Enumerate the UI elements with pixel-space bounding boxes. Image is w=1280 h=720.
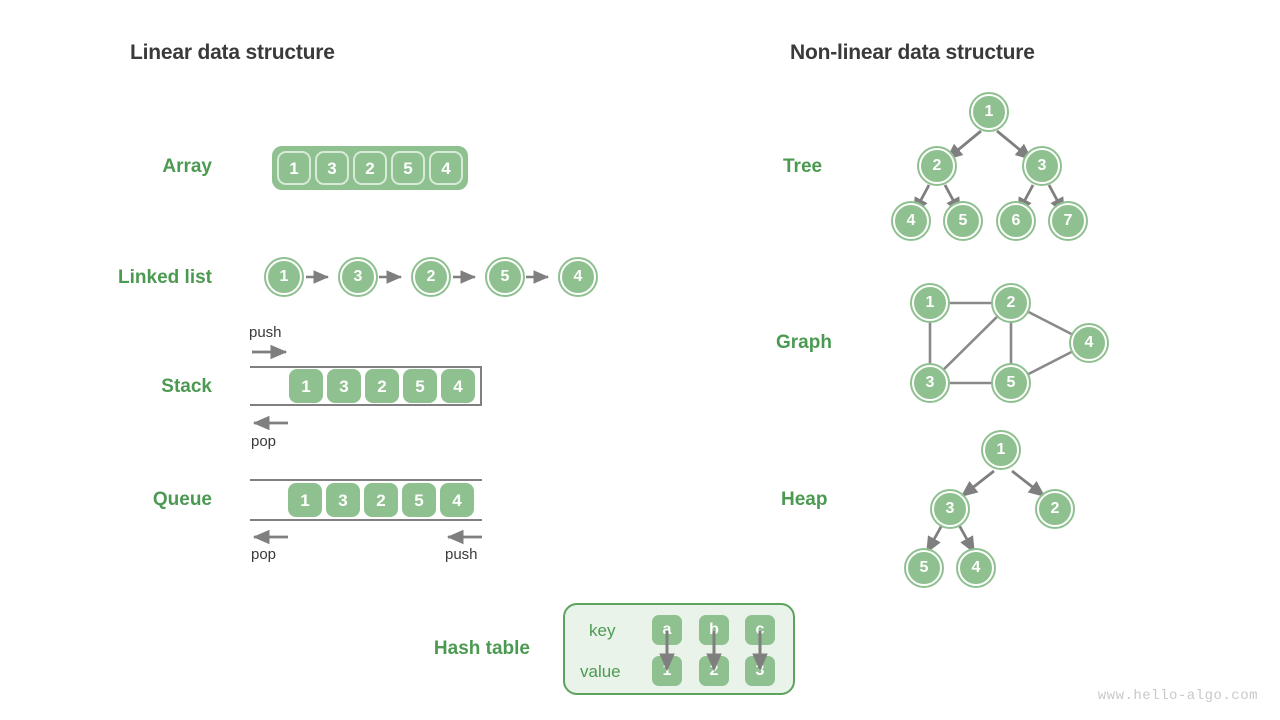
array-cell: 1 [277,151,311,185]
queue-push-arrow-icon [446,529,482,545]
tree-node: 5 [943,201,983,241]
stack-push-label: push [249,324,282,341]
stack-container: 1 3 2 5 4 [250,366,482,406]
array-container: 1 3 2 5 4 [272,146,468,190]
heap-node: 4 [956,548,996,588]
tree-node: 4 [891,201,931,241]
heap-node: 1 [981,430,1021,470]
heap-node: 5 [904,548,944,588]
stack-cell: 2 [365,369,399,403]
tree-node: 6 [996,201,1036,241]
hash-mapping-arrows [659,631,768,672]
watermark: www.hello-algo.com [1097,688,1258,704]
heap-node: 3 [930,489,970,529]
queue-cell: 1 [288,483,322,517]
tree-node: 3 [1022,146,1062,186]
hash-table-container: key value a b c 1 2 3 [563,603,795,695]
queue-cell: 3 [326,483,360,517]
queue-cell: 4 [440,483,474,517]
tree-container: 1 2 3 4 5 6 7 [885,90,1110,260]
linear-section-title: Linear data structure [130,41,335,64]
nonlinear-section-title: Non-linear data structure [790,41,1035,64]
tree-label: Tree [783,156,823,177]
linked-list-node: 3 [338,257,378,297]
tree-node: 7 [1048,201,1088,241]
hash-key-row-label: key [589,621,616,640]
heap-edges [925,469,1046,554]
tree-node: 1 [969,92,1009,132]
tree-node: 2 [917,146,957,186]
stack-cell: 4 [441,369,475,403]
linked-list-arrows [306,270,550,284]
heap-node: 2 [1035,489,1075,529]
hash-table-label: Hash table [433,638,530,659]
queue-cell: 5 [402,483,436,517]
linked-list-node: 2 [411,257,451,297]
graph-node: 5 [991,363,1031,403]
linked-list-container: 1 3 2 5 4 [250,240,620,315]
array-cell: 3 [315,151,349,185]
hash-value-row-label: value [580,662,621,681]
queue-pop-arrow-icon [252,529,288,545]
array-cell: 2 [353,151,387,185]
stack-pop-label: pop [251,433,277,450]
linked-list-label: Linked list [118,267,212,288]
queue-label: Queue [152,489,212,510]
heap-container: 1 3 2 5 4 [898,430,1078,595]
stack-pop-arrow-icon [252,415,288,431]
graph-node: 1 [910,283,950,323]
stack-push-arrow-icon [252,344,288,360]
graph-node: 4 [1069,323,1109,363]
queue-container: 1 3 2 5 4 [250,479,482,521]
array-cell: 4 [429,151,463,185]
stack-label: Stack [161,376,212,397]
heap-label: Heap [781,489,828,510]
graph-node: 3 [910,363,950,403]
array-label: Array [162,156,212,177]
array-cell: 5 [391,151,425,185]
graph-node: 2 [991,283,1031,323]
linked-list-node: 1 [264,257,304,297]
queue-cell: 2 [364,483,398,517]
stack-cell: 3 [327,369,361,403]
queue-pop-label: pop [251,546,277,563]
queue-push-label: push [445,546,478,563]
stack-cell: 5 [403,369,437,403]
graph-label: Graph [776,332,832,353]
linked-list-node: 5 [485,257,525,297]
graph-container: 1 2 3 4 5 [905,280,1115,405]
linked-list-node: 4 [558,257,598,297]
stack-cell: 1 [289,369,323,403]
